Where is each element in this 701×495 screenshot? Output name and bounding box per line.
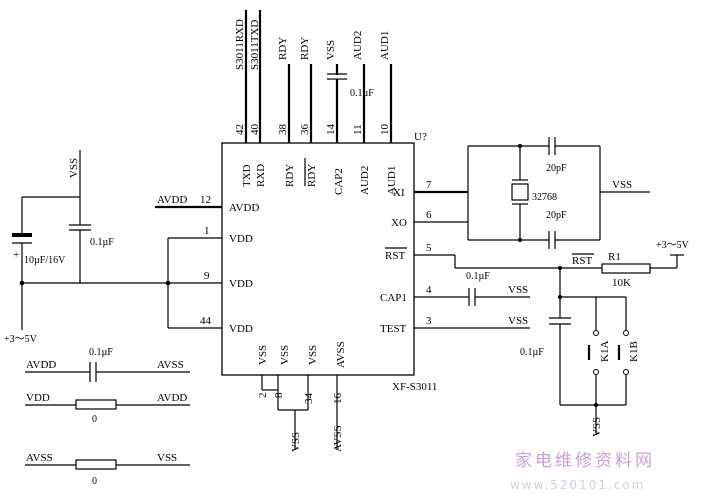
supply-right: +3～5V: [656, 240, 690, 251]
watermark-url: www.520101.com: [510, 478, 645, 492]
row3-res: [75, 459, 117, 470]
net-avdd-12: AVDD: [157, 194, 187, 206]
func-rst: RST: [385, 250, 405, 262]
net-rdy-36: RDY: [299, 37, 311, 60]
pin-num-14: 14: [325, 124, 337, 136]
func-test: TEST: [380, 323, 407, 335]
func-xi: XI: [393, 187, 405, 199]
pin-num-4: 4: [426, 284, 432, 296]
pin-num-10: 10: [379, 124, 391, 136]
r1: [601, 263, 651, 274]
func-avss: AVSS: [335, 341, 347, 368]
row2-left: VDD: [26, 392, 50, 404]
chip-ref: U?: [414, 131, 427, 143]
reset-cap: 0.1µF: [520, 347, 544, 358]
func-avdd: AVDD: [229, 202, 259, 214]
row1-cap: 0.1µF: [89, 347, 113, 358]
supply-left: +3～5V: [4, 334, 38, 345]
pin-num-36: 36: [299, 124, 311, 136]
func-vdd-9: VDD: [229, 278, 253, 290]
net-vss-bottom: VSS: [290, 432, 302, 452]
pin-num-34: 34: [303, 393, 315, 405]
func-rdy-36: RDY: [306, 164, 318, 187]
func-vss-34: VSS: [307, 345, 319, 365]
pin-num-11: 11: [352, 124, 364, 135]
elec-value: 10µF/16V: [24, 255, 66, 266]
row1-right: AVSS: [157, 359, 184, 371]
func-txd: TXD: [241, 164, 253, 187]
pin-num-40: 40: [249, 124, 261, 136]
func-cap1: CAP1: [380, 292, 407, 304]
xtal-vss: VSS: [612, 179, 632, 191]
xtal-cap2: 20pF: [546, 210, 567, 221]
func-xo: XO: [391, 217, 407, 229]
net-s3011rxd: S3011RXD: [234, 19, 246, 70]
row2-res-value: 0: [92, 414, 97, 425]
pin-num-5: 5: [426, 242, 432, 254]
pin-num-1: 1: [204, 225, 210, 237]
func-vdd-44: VDD: [229, 323, 253, 335]
pin-num-8: 8: [273, 392, 285, 398]
pin-num-2: 2: [257, 393, 269, 399]
elec-plus: +: [13, 249, 19, 261]
pin-num-3: 3: [426, 315, 432, 327]
pin-num-6: 6: [426, 209, 432, 221]
pin-num-7: 7: [426, 179, 432, 191]
cap-left-value: 0.1µF: [90, 237, 114, 248]
net-avss-bottom: AVSS: [332, 425, 344, 452]
func-cap2: CAP2: [333, 168, 345, 195]
pin-num-42: 42: [234, 124, 246, 135]
crystal-value: 32768: [532, 192, 557, 203]
cap14-value: 0.1µF: [350, 88, 374, 99]
pin-num-12: 12: [200, 194, 211, 206]
chip-part: XF-S3011: [392, 381, 437, 393]
row3-left: AVSS: [26, 452, 53, 464]
func-vdd-1: VDD: [229, 233, 253, 245]
func-rxd: RXD: [255, 164, 267, 187]
row3-res-value: 0: [92, 476, 97, 487]
row1-left: AVDD: [26, 359, 56, 371]
elec-plate-pos: [12, 233, 32, 237]
cap1-value: 0.1µF: [466, 271, 490, 282]
pin-num-9: 9: [204, 270, 210, 282]
bottom-vss: VSS: [591, 417, 603, 437]
r1-ref: R1: [608, 251, 621, 263]
crystal: [511, 183, 529, 201]
key-a: K1A: [599, 341, 611, 362]
func-vss-2: VSS: [257, 345, 269, 365]
r1-value: 10K: [612, 277, 631, 289]
chip-body: [221, 142, 415, 376]
net-rdy-38: RDY: [277, 37, 289, 60]
cap1-vss: VSS: [508, 284, 528, 296]
rst-label: RST: [572, 255, 592, 267]
key-b: K1B: [628, 341, 640, 362]
func-rdy-38: RDY: [284, 164, 296, 187]
net-aud1: AUD1: [379, 31, 391, 60]
net-aud2: AUD2: [352, 31, 364, 60]
row2-res: [75, 399, 117, 410]
net-s3011txd: S3011TXD: [249, 20, 261, 70]
xtal-cap1: 20pF: [546, 163, 567, 174]
func-aud2: AUD2: [359, 166, 371, 195]
pin-num-16: 16: [332, 393, 344, 405]
func-aud1: AUD1: [386, 166, 398, 195]
pin-num-44: 44: [200, 315, 212, 327]
pin-num-38: 38: [277, 124, 289, 136]
row2-right: AVDD: [157, 392, 187, 404]
row3-right: VSS: [157, 452, 177, 464]
net-vss-14: VSS: [325, 40, 337, 60]
watermark-cn: 家电维修资料网: [515, 451, 655, 471]
left-vss: VSS: [68, 158, 80, 178]
test-vss: VSS: [508, 315, 528, 327]
func-vss-8: VSS: [279, 345, 291, 365]
